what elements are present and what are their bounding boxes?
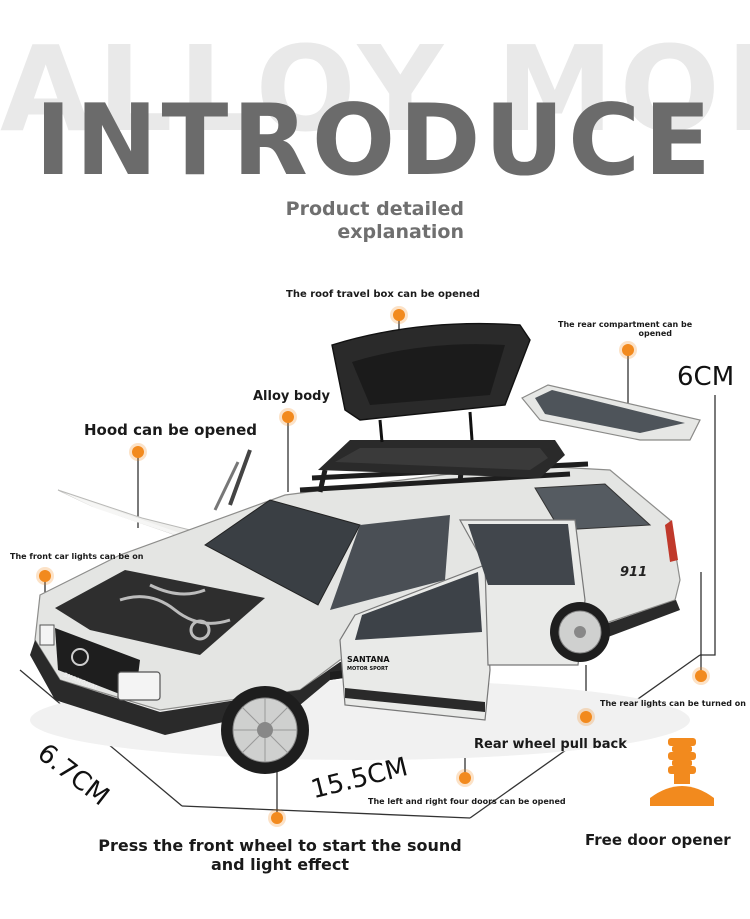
label-hood: Hood can be opened [84,421,257,439]
label-front-wheel-line-2: and light effect [210,855,350,874]
subtitle: Product detailed explanation [286,198,464,244]
car-sub-decal: MOTOR SPORT [347,666,389,672]
dimension-height: 6CM [677,362,735,392]
label-rear-compartment-line-1: The rear compartment can be [558,320,693,329]
label-front-wheel: Press the front wheel to start the sound… [60,836,500,874]
callout-dot-rear-compartment [622,344,634,356]
label-front-wheel-line-1: Press the front wheel to start the sound [98,836,462,855]
page-title: INTRODUCE [35,84,715,198]
callout-dot-front-lights [39,570,51,582]
subtitle-line-2: explanation [337,221,464,243]
label-door-opener: Free door opener [585,831,731,849]
side-window-rear [534,483,652,531]
label-doors: The left and right four doors can be ope… [368,797,566,806]
label-rear-wheel: Rear wheel pull back [474,737,627,752]
callout-dot-rear-lights [695,670,707,682]
car-number-decal: 911 [620,565,648,580]
engine-bay [55,570,265,655]
label-front-lights: The front car lights can be on [10,552,144,561]
subtitle-line-1: Product detailed [285,198,464,220]
front-headlight [117,671,161,701]
car-brand-decal: SANTANA [347,655,390,664]
label-roof-box: The roof travel box can be opened [286,289,480,300]
callout-dot-roof-box [393,309,405,321]
free-door-opener [650,738,714,806]
label-rear-compartment: The rear compartment can be opened [558,320,693,338]
front-wheel [221,686,309,774]
side-window-front [330,515,450,610]
label-rear-lights: The rear lights can be turned on [600,699,746,708]
label-rear-compartment-line-2: opened [638,329,673,338]
callout-dot-doors [459,772,471,784]
label-alloy-body: Alloy body [253,389,330,404]
rear-wheel [550,602,610,662]
callout-dot-hood [132,446,144,458]
callout-dot-rear-wheel [580,711,592,723]
callout-dot-alloy-body [282,411,294,423]
callout-dot-front-wheel [271,812,283,824]
background-watermark-word: ALLOY MODEL [0,30,750,148]
